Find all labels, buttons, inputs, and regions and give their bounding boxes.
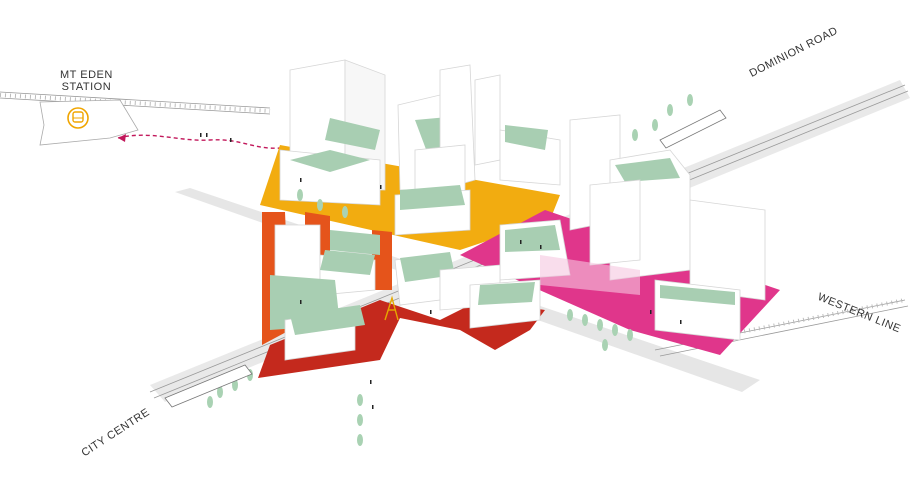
- buildings-yellow: [279, 59, 561, 236]
- buildings-orange: [270, 224, 380, 361]
- station-outline: [39, 99, 139, 146]
- people-figures: [200, 133, 682, 409]
- station-label-line2: STATION: [61, 80, 112, 93]
- station-label: MT EDEN STATION: [60, 69, 113, 93]
- playground-icon: [384, 295, 399, 321]
- pedestrian-path: [117, 134, 281, 149]
- station-label-line1: MT EDEN: [60, 69, 113, 81]
- train-bottom: [164, 364, 253, 408]
- rail-track-station: [0, 97, 271, 115]
- rail-track-station: [0, 91, 271, 109]
- train-top: [659, 109, 727, 149]
- buildings-magenta: [499, 114, 766, 341]
- buildings-red: [394, 252, 541, 329]
